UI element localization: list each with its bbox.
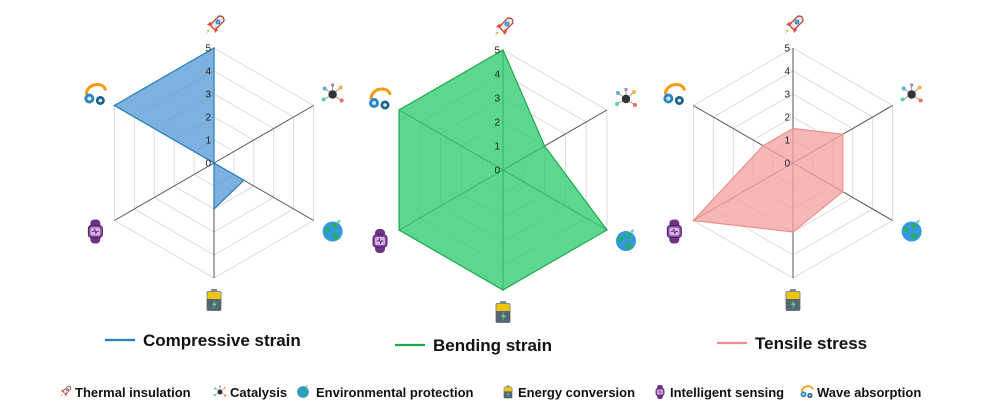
tick-label: 5 (784, 44, 790, 55)
axis-spoke (114, 162, 215, 221)
data-point (213, 208, 215, 210)
data-point (692, 219, 695, 222)
wave-absorption-icon (800, 385, 814, 399)
data-point (213, 47, 215, 49)
tick-label: 2 (784, 113, 790, 124)
data-point (502, 289, 504, 291)
tick-label: 3 (784, 90, 790, 101)
earth-icon (297, 385, 309, 398)
data-point (398, 229, 400, 231)
wave-absorption-icon (83, 83, 107, 107)
tick-label: 0 (494, 166, 500, 177)
earth-icon (615, 229, 636, 251)
data-point (792, 127, 794, 130)
data-point (213, 162, 215, 164)
tick-label: 4 (784, 67, 790, 78)
battery-icon (503, 385, 513, 399)
data-point (543, 145, 546, 147)
tick-label: 5 (494, 46, 500, 57)
bottom-legend: Thermal insulation Catalysis Environment… (59, 385, 921, 400)
data-point (502, 49, 504, 51)
data-point (841, 190, 844, 193)
legend-label-thermal-insulation: Thermal insulation (75, 385, 191, 400)
data-point (398, 109, 400, 111)
catalysis-molecule-icon (900, 82, 924, 103)
legend-label-environmental-protection: Environmental protection (316, 385, 474, 400)
data-point (606, 229, 608, 231)
data-point (243, 179, 245, 182)
legend-label-intelligent-sensing: Intelligent sensing (670, 385, 784, 400)
tick-label: 1 (494, 142, 500, 153)
battery-icon (206, 288, 222, 311)
axis-spoke (213, 105, 314, 164)
legend-series-label: Bending strain (433, 336, 552, 355)
catalysis-molecule-icon (614, 87, 638, 108)
rocket-icon (204, 15, 225, 36)
tick-label: 0 (784, 159, 790, 170)
legend-label-energy-conversion: Energy conversion (518, 385, 635, 400)
battery-icon (495, 300, 511, 323)
tick-label: 5 (205, 44, 211, 55)
wave-absorption-icon (662, 83, 686, 107)
rocket-icon (59, 385, 72, 398)
smartwatch-icon (372, 229, 388, 253)
smartwatch-icon (666, 219, 682, 244)
legend-series-label: Compressive strain (143, 331, 301, 350)
data-point (762, 144, 764, 147)
earth-icon (322, 219, 343, 242)
rocket-icon (493, 17, 514, 38)
tick-label: 4 (494, 70, 500, 81)
data-point (113, 104, 116, 107)
battery-icon (785, 288, 801, 311)
tick-label: 2 (205, 113, 211, 124)
tick-label: 2 (494, 118, 500, 129)
wave-absorption-icon (368, 87, 392, 111)
tick-label: 0 (205, 159, 211, 170)
legend-label-wave-absorption: Wave absorption (817, 385, 921, 400)
rocket-icon (783, 15, 804, 36)
tick-label: 3 (494, 94, 500, 105)
legend-label-catalysis: Catalysis (230, 385, 287, 400)
smartwatch-icon (655, 385, 665, 399)
legend-series-label: Tensile stress (755, 334, 867, 353)
smartwatch-icon (87, 219, 103, 244)
catalysis-molecule-icon (321, 82, 345, 103)
earth-icon (901, 219, 922, 242)
tick-label: 3 (205, 90, 211, 101)
tick-label: 4 (205, 67, 211, 78)
series-area (113, 46, 245, 211)
data-point (841, 133, 844, 136)
series-area (398, 49, 608, 291)
tick-label: 1 (784, 136, 790, 147)
data-point (792, 231, 794, 233)
tick-label: 1 (205, 136, 211, 147)
catalysis-molecule-icon (213, 385, 227, 397)
